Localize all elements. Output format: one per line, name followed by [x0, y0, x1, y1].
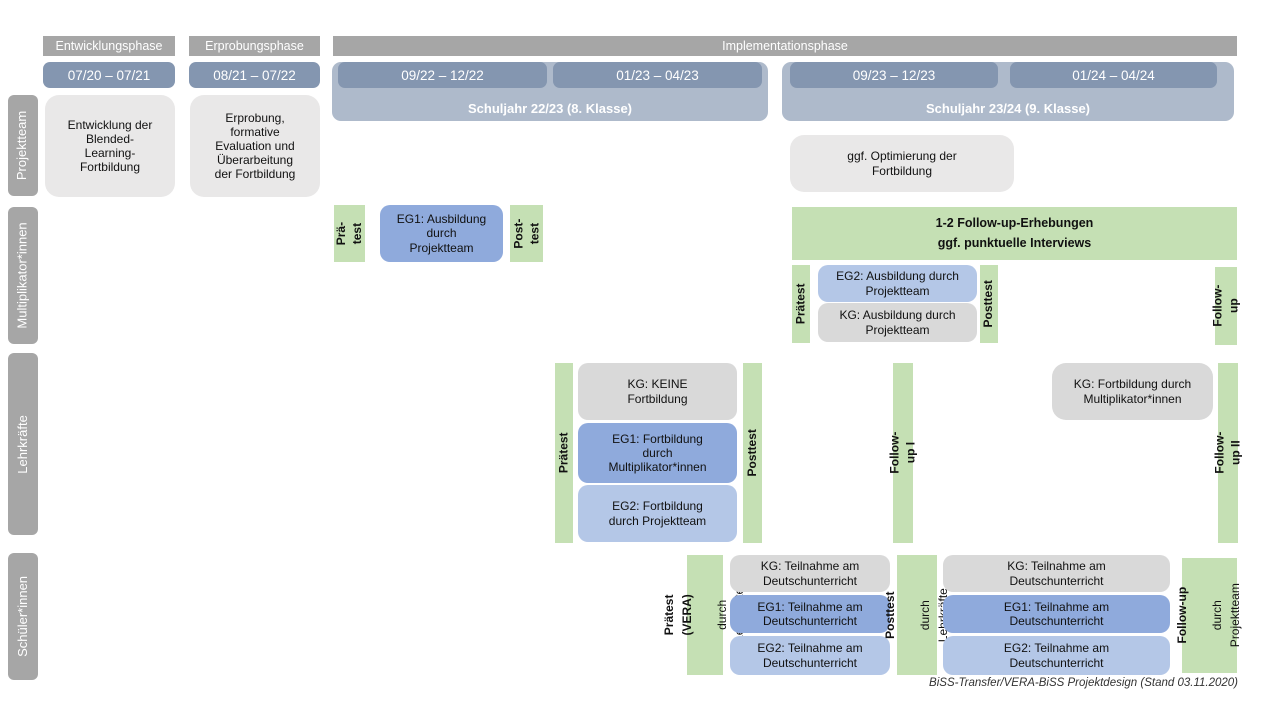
box-eg2-teilnahme-deutschunterricht-2: EG2: Teilnahme am Deutschunterricht	[943, 636, 1170, 675]
phase-header-implementationsphase: Implementationsphase	[333, 36, 1237, 56]
box-kg-teilnahme-deutschunterricht-1: KG: Teilnahme am Deutschunterricht	[730, 555, 890, 592]
test-box-posttest-lehrkraefte: Posttest	[743, 363, 762, 543]
test-box-followup-multiplikatoren: Follow-up	[1210, 267, 1240, 345]
phase-header-entwicklungsphase: Entwicklungsphase	[43, 36, 175, 56]
test-box-posttest-multiplikatoren-1: Post- test	[510, 205, 543, 262]
posttest-label: Posttest	[981, 280, 996, 328]
box-followup-erhebungen: 1-2 Follow-up-Erhebungen ggf. punktuelle…	[792, 207, 1237, 260]
box-eg1-teilnahme-deutschunterricht-1: EG1: Teilnahme am Deutschunterricht	[730, 595, 890, 633]
period-bar-0720-0721: 07/20 – 07/21	[43, 62, 175, 88]
box-optimierung-fortbildung: ggf. Optimierung der Fortbildung	[790, 135, 1014, 192]
box-erprobung-evaluation: Erprobung, formative Evaluation und Über…	[190, 95, 320, 197]
box-eg2-fortbildung-projektteam: EG2: Fortbildung durch Projektteam	[578, 485, 737, 542]
row-label-schuelerinnen-text: Schüler*innen	[14, 576, 30, 657]
row-label-schuelerinnen: Schüler*innen	[8, 553, 38, 680]
box-entwicklung-fortbildung: Entwicklung der Blended- Learning- Fortb…	[45, 95, 175, 197]
box-kg-keine-fortbildung: KG: KEINE Fortbildung	[578, 363, 737, 420]
box-eg2-teilnahme-deutschunterricht-1: EG2: Teilnahme am Deutschunterricht	[730, 636, 890, 675]
box-eg2-ausbildung-projektteam: EG2: Ausbildung durch Projektteam	[818, 265, 977, 302]
praetest-label: Prätest	[793, 283, 808, 325]
followup-label: Follow-up	[1210, 285, 1240, 327]
followup-projektteam-label: Follow-up durch Projektteam	[1157, 583, 1261, 647]
period-bar-0123-0423: 01/23 – 04/23	[553, 62, 762, 88]
followup-bold: Follow-up	[1175, 587, 1190, 644]
row-label-projektteam-text: Projektteam	[14, 110, 30, 181]
row-label-lehrkraefte: Lehrkräfte	[8, 353, 38, 535]
followup-sub: durch Projektteam	[1210, 583, 1242, 648]
box-kg-teilnahme-deutschunterricht-2: KG: Teilnahme am Deutschunterricht	[943, 555, 1170, 592]
period-bar-0124-0424: 01/24 – 04/24	[1010, 62, 1217, 88]
test-box-posttest-multiplikatoren-2: Posttest	[980, 265, 998, 343]
test-box-posttest-schueler: Posttest durch Lehrkräfte	[883, 555, 949, 675]
followup1-label: Follow-up I	[887, 432, 917, 474]
diagram-caption: BiSS-Transfer/VERA-BiSS Projektdesign (S…	[929, 677, 1238, 689]
period-bar-0923-1223: 09/23 – 12/23	[790, 62, 998, 88]
followup2-label: Follow-up II	[1212, 432, 1242, 474]
box-kg-ausbildung-projektteam: KG: Ausbildung durch Projektteam	[818, 303, 977, 342]
phase-header-erprobungsphase: Erprobungsphase	[189, 36, 320, 56]
box-kg-fortbildung-multiplikatoren: KG: Fortbildung durch Multiplikator*inne…	[1052, 363, 1213, 420]
period-bar-0922-1222: 09/22 – 12/22	[338, 62, 547, 88]
posttest-label: Posttest	[744, 429, 759, 477]
test-box-followup2-lehrkraefte: Follow-up II	[1212, 363, 1242, 543]
praetest-label: Prätest	[556, 432, 571, 474]
posttest-label: Post- test	[510, 218, 541, 249]
test-box-praetest-vera-schueler: Prätest (VERA) durch Lehrkräfte	[663, 555, 746, 675]
row-label-lehrkraefte-text: Lehrkräfte	[14, 414, 30, 474]
test-box-praetest-lehrkraefte: Prätest	[555, 363, 573, 543]
row-label-multiplikatorinnen: Multiplikator*innen	[8, 207, 38, 344]
test-box-followup1-lehrkraefte: Follow-up I	[887, 363, 917, 543]
box-eg1-ausbildung-projektteam: EG1: Ausbildung durch Projektteam	[380, 205, 503, 262]
praetest-vera-bold: Prätest (VERA)	[662, 594, 694, 636]
row-label-multiplikatorinnen-text: Multiplikator*innen	[14, 222, 30, 329]
test-box-praetest-multiplikatoren-2: Prätest	[792, 265, 810, 343]
box-eg1-fortbildung-multiplikatoren: EG1: Fortbildung durch Multiplikator*inn…	[578, 423, 737, 483]
posttest-bold: Posttest	[883, 591, 898, 639]
row-label-projektteam: Projektteam	[8, 95, 38, 196]
box-eg1-teilnahme-deutschunterricht-2: EG1: Teilnahme am Deutschunterricht	[943, 595, 1170, 633]
test-box-praetest-multiplikatoren-1: Prä- test	[334, 205, 365, 262]
period-bar-0821-0722: 08/21 – 07/22	[189, 62, 320, 88]
praetest-label: Prä- test	[333, 221, 364, 246]
test-box-followup-projektteam-schueler: Follow-up durch Projektteam	[1176, 558, 1242, 673]
